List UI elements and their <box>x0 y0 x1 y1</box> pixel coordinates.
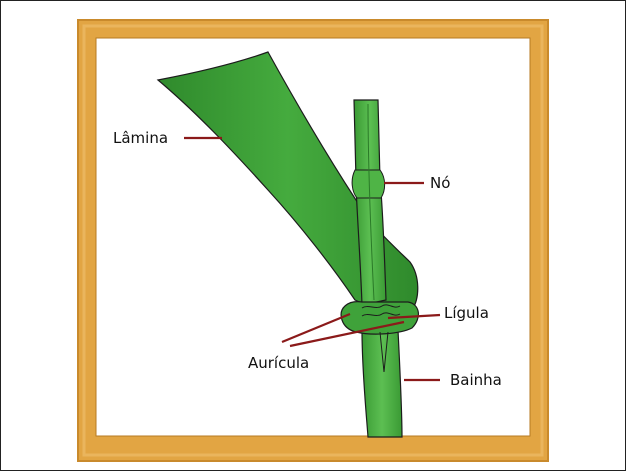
label-no: Nó <box>430 174 450 192</box>
label-ligula: Lígula <box>444 304 489 322</box>
label-auricula: Aurícula <box>248 354 309 372</box>
node-swelling <box>352 170 385 198</box>
label-lamina: Lâmina <box>113 129 168 147</box>
sheath-lower <box>362 330 402 437</box>
label-bainha: Bainha <box>450 371 502 389</box>
